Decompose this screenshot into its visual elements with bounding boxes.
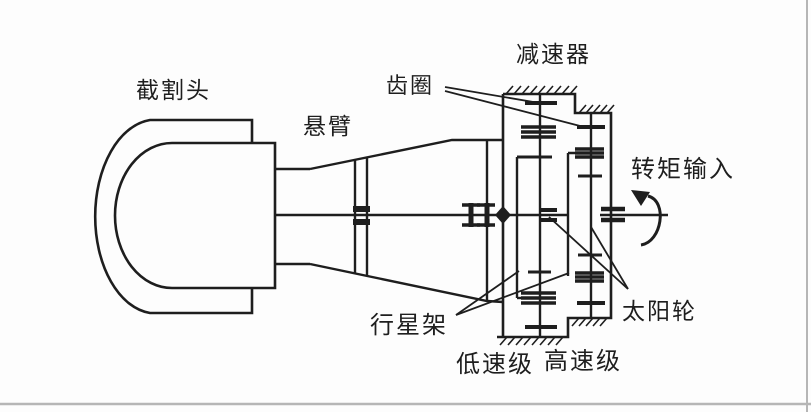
label-sun-gear: 太阳轮 — [622, 299, 697, 325]
head-boom-connectors — [275, 167, 310, 266]
shaft-coupling — [462, 203, 495, 227]
label-planet-carrier: 行星架 — [370, 311, 448, 339]
label-ring-gear: 齿圈 — [386, 74, 435, 99]
label-cutting-head: 截割头 — [136, 78, 211, 104]
label-boom: 悬臂 — [303, 114, 353, 140]
boom-outline — [309, 138, 504, 304]
label-high-speed-stage: 高速级 — [544, 347, 622, 375]
cutting-head-outline — [93, 118, 277, 315]
high-speed-stage-gears — [566, 113, 625, 318]
shaft-bearing — [353, 206, 370, 225]
sun-gear-leader-lines — [548, 216, 629, 290]
housing-ground-hatching — [499, 85, 615, 346]
label-reducer: 减速器 — [516, 42, 591, 68]
planet-carrier-leader-lines — [455, 270, 570, 316]
label-torque-input: 转矩输入 — [631, 155, 735, 183]
ring-gear-leader-lines — [444, 86, 585, 128]
torque-arrow-icon — [631, 190, 662, 247]
low-speed-stage-gears — [515, 94, 557, 337]
label-low-speed-stage: 低速级 — [456, 350, 534, 378]
